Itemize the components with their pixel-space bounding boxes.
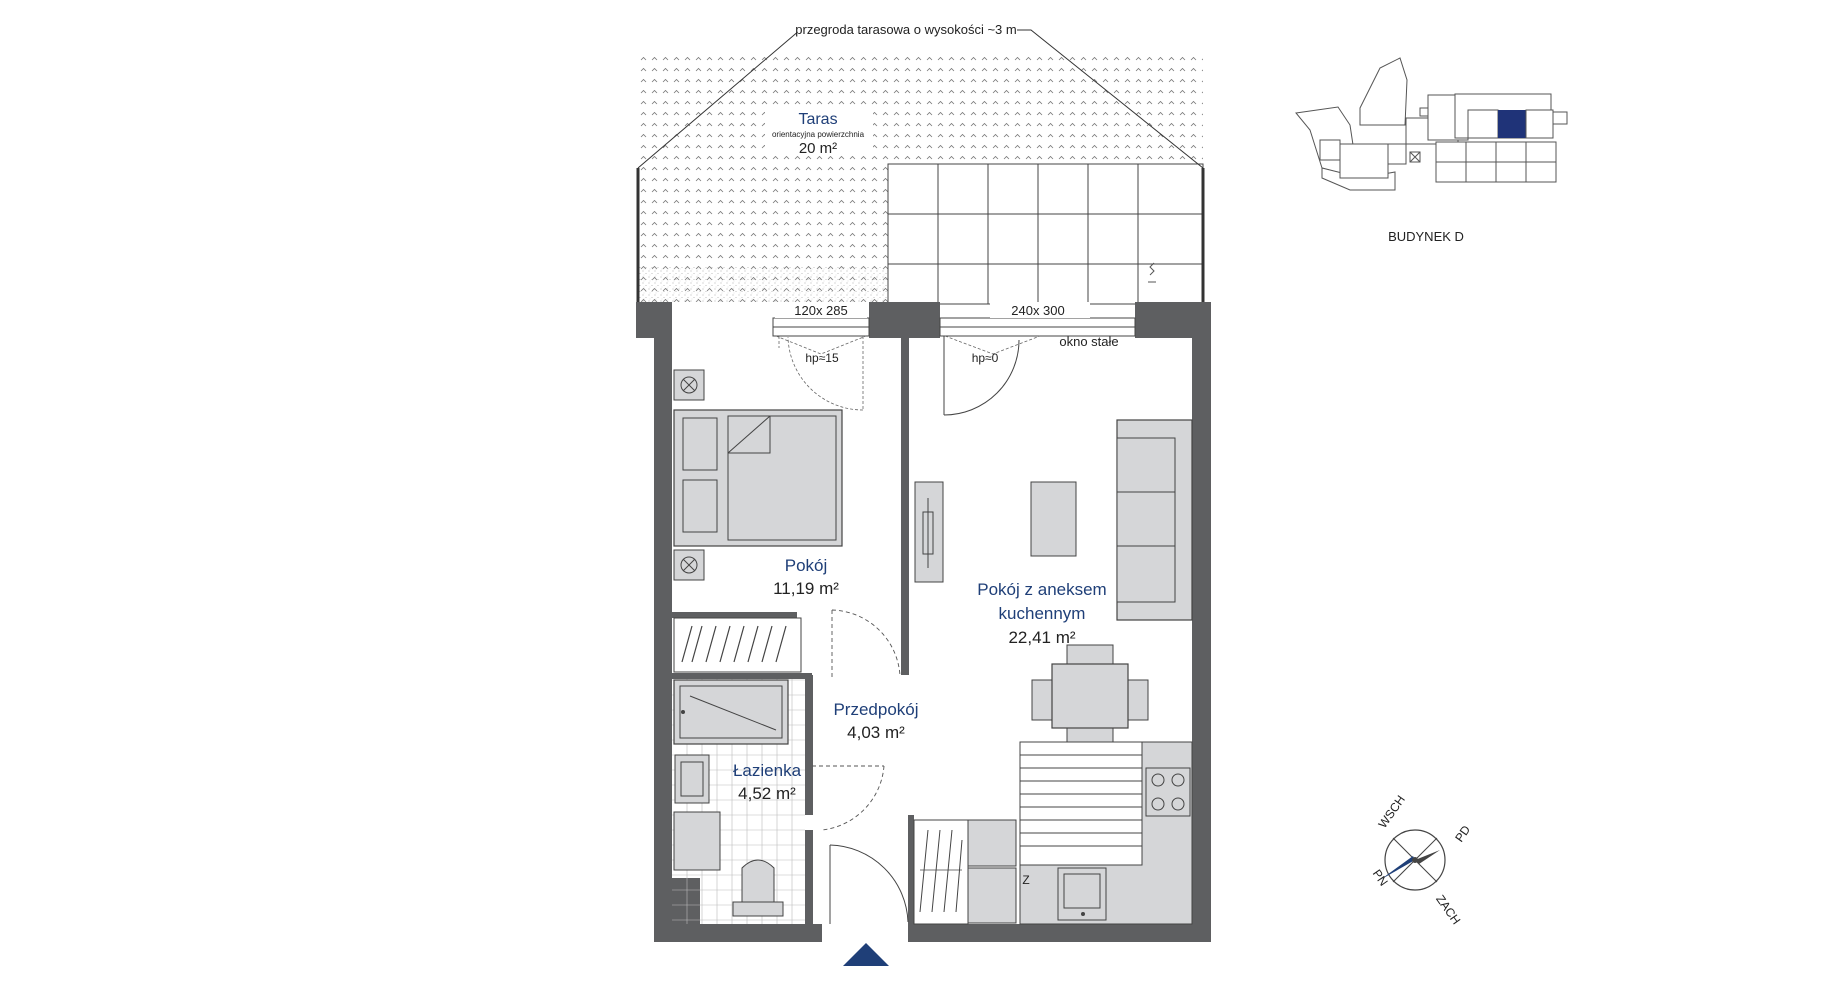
toilet — [732, 859, 784, 917]
building-label: BUDYNEK D — [1388, 229, 1464, 244]
room-name-bedroom: Pokój — [785, 556, 828, 575]
wardrobe — [673, 617, 802, 673]
room-name-hallway: Przedpokój — [833, 700, 918, 719]
terrace-name: Taras — [798, 111, 837, 128]
kitchen-floor-stripes — [1019, 741, 1143, 866]
bed — [673, 409, 843, 547]
window-left-size: 120x 285 — [794, 303, 848, 318]
compass — [1380, 829, 1446, 891]
dining-set — [1031, 644, 1149, 749]
window-left-sill: hp≈15 — [805, 351, 839, 365]
bathroom-door — [812, 765, 885, 831]
key-plan-highlight — [1498, 110, 1526, 138]
terrace-gravel — [638, 267, 888, 303]
sofa — [1116, 419, 1193, 621]
walls — [636, 302, 1211, 942]
window-right-sill: hp≈0 — [972, 351, 999, 365]
room-name-bathroom: Łazienka — [733, 761, 802, 780]
fixed-window-label: okno stałe — [1059, 334, 1118, 349]
compass-needle-icon — [1380, 856, 1415, 880]
cooktop — [1145, 767, 1191, 817]
key-plan — [1295, 57, 1568, 191]
entrance-door — [829, 844, 909, 924]
bedroom-door — [831, 609, 901, 680]
room-area-bedroom: 11,19 m² — [773, 579, 839, 598]
room-name-living-1: Pokój z aneksem — [977, 580, 1106, 599]
coffee-table — [1030, 481, 1077, 557]
fridge-mark: Z — [1022, 873, 1029, 887]
compass-label-wsch: WSCH — [1375, 793, 1408, 831]
washing-machine — [673, 811, 721, 871]
terrace-area: 20 m² — [799, 140, 837, 157]
nightstand-bottom — [673, 549, 705, 581]
room-name-living-2: kuchennym — [999, 604, 1086, 623]
kitchen-cabinet — [913, 819, 1017, 925]
window-left — [772, 317, 870, 411]
room-area-bathroom: 4,52 m² — [738, 784, 796, 803]
kitchen-sink — [1057, 867, 1107, 921]
bathtub — [673, 679, 789, 745]
window-right — [939, 317, 1136, 416]
compass-label-pd: PD — [1452, 823, 1473, 845]
room-area-living: 22,41 m² — [1008, 628, 1075, 647]
tv-unit — [914, 481, 944, 583]
entrance-arrow-icon — [843, 943, 889, 966]
drain-icon — [1148, 262, 1156, 283]
room-area-hallway: 4,03 m² — [847, 723, 905, 742]
window-right-size: 240x 300 — [1011, 303, 1065, 318]
terrace-subnote: orientacyjna powierzchnia — [772, 130, 865, 139]
bathroom-sink — [674, 754, 710, 804]
terrace-tiles — [887, 163, 1204, 305]
partition-note: przegroda tarasowa o wysokości ~3 m — [795, 22, 1016, 37]
nightstand-top — [673, 369, 705, 401]
terrace: przegroda tarasowa o wysokości ~3 m Tara… — [636, 20, 1205, 305]
compass-label-zach: ZACH — [1433, 892, 1463, 927]
fridge — [967, 867, 1017, 924]
